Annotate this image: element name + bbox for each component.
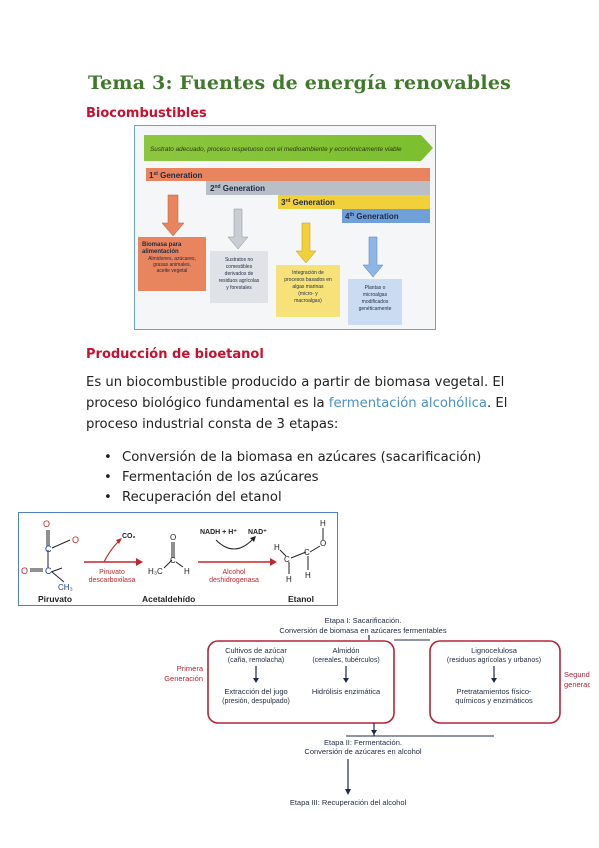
para-text-1: Es un biocombustible producido a partir …: [86, 375, 505, 411]
gen4-label: 4th Generation: [345, 212, 399, 221]
gen1-bar: [146, 168, 430, 181]
gen2-down-arrow: [227, 208, 249, 250]
list-item: Conversión de la biomasa en azúcares (sa…: [104, 448, 481, 468]
gen2-box: [210, 251, 268, 303]
ethanol-C2: C: [304, 548, 310, 557]
pyruvate-structure: [30, 530, 71, 583]
gen1-box-text: Almidones, azúcares,grasas animales,acei…: [148, 256, 196, 274]
co2-label: CO₂: [122, 533, 136, 540]
nadh-label: NADH + H⁺: [200, 529, 237, 536]
gen4-down-arrow: [362, 236, 384, 278]
sustainability-arrow: [144, 135, 433, 161]
nad-label: NAD⁺: [248, 529, 267, 536]
gen3-bar: [278, 195, 430, 209]
second-generation-box: [429, 640, 561, 724]
col1-process-sub: (presión, despulpado): [222, 698, 290, 705]
ethanol-H-bottom2: H: [305, 571, 311, 580]
para-highlight: fermentación alcohólica: [328, 396, 487, 411]
gen3-box: [276, 265, 340, 317]
col3-title: Lignocelulosa: [471, 646, 518, 655]
ethanol-C1: C: [284, 555, 290, 564]
acetaldehyde-H: H: [184, 567, 190, 576]
stage1-title: Etapa I: Sacarificación.: [325, 616, 402, 625]
ethanol-name: Etanol: [288, 594, 314, 604]
col3-process: Pretratamientos físico-químicos y enzimá…: [455, 687, 533, 705]
para-text-2: . El proceso industrial consta de 3 etap…: [86, 396, 508, 432]
col2-title: Almidón: [332, 646, 359, 655]
reaction-frame: [18, 512, 338, 606]
acetaldehyde-O: O: [170, 533, 176, 542]
pyruvate-O-left: O: [21, 566, 28, 576]
page-title: Tema 3: Fuentes de energía renovables: [87, 72, 511, 94]
col2-subtitle: (cereales, tubérculos): [312, 657, 379, 664]
ethanol-H-top: H: [320, 519, 326, 528]
gen3-down-arrow: [295, 222, 317, 264]
ethanol-H-bottom1: H: [286, 575, 292, 584]
section-heading-biocombustibles: Biocombustibles: [86, 106, 207, 121]
gen3-label: 3rd Generation: [281, 198, 335, 207]
gen1-box: [138, 237, 206, 291]
first-generation-box: [207, 640, 395, 724]
list-item: Fermentación de los azúcares: [104, 468, 481, 488]
list-item: Recuperación del etanol: [104, 488, 481, 508]
process-flow-diagram: Etapa I: Sacarificación. Conversión de b…: [164, 616, 590, 807]
acetaldehyde-name: Acetaldehído: [142, 594, 195, 604]
gen1-label: 1st Generation: [149, 171, 202, 180]
pyruvate-ch3: CH₃: [58, 583, 73, 592]
col2-process: Hidrólisis enzimática: [312, 687, 381, 696]
acetaldehyde-C: C: [170, 556, 176, 565]
ethanol-structure: [279, 528, 324, 574]
pyruvate-O-top: O: [43, 519, 50, 529]
stage2-subtitle: Conversión de azúcares en alcohol: [304, 747, 421, 756]
gen2-label: 2nd Generation: [210, 184, 265, 193]
col1-title: Cultivos de azúcar: [225, 646, 287, 655]
gen4-box: [348, 279, 402, 325]
stages-list: Conversión de la biomasa en azúcares (sa…: [104, 448, 481, 508]
stage1-subtitle: Conversión de biomasa en azúcares fermen…: [279, 626, 446, 635]
intro-paragraph: Es un biocombustible producido a partir …: [86, 372, 516, 435]
arrow-text: Sustrato adecuado, proceso respetuoso co…: [150, 146, 402, 153]
pyruvate-C2: C: [45, 566, 52, 576]
col3-subtitle: (residuos agrícolas y urbanos): [447, 657, 541, 664]
section-heading-bioetanol: Producción de bioetanol: [86, 347, 264, 362]
col1-process: Extracción del jugo: [224, 687, 287, 696]
stage2-title: Etapa II: Fermentación.: [324, 738, 402, 747]
gen2-bar: [206, 181, 430, 195]
acetaldehyde-h3c: H₃C: [148, 567, 163, 576]
acetaldehyde-structure: [163, 542, 184, 569]
pyruvate-C1: C: [45, 544, 52, 554]
pyruvate-O-right: O: [72, 535, 79, 545]
ethanol-H-left: H: [274, 543, 280, 552]
gen4-bar: [342, 209, 430, 223]
pyruvate-name: Piruvato: [38, 594, 72, 604]
gen1-down-arrow: [161, 194, 185, 237]
ethanol-O: O: [320, 539, 326, 548]
stage3-title: Etapa III: Recuperación del alcohol: [290, 798, 407, 807]
col1-subtitle: (caña, remolacha): [228, 657, 284, 664]
second-gen-label: Segundageneración: [564, 670, 590, 689]
generations-figure: Sustrato adecuado, proceso respetuoso co…: [134, 125, 436, 330]
